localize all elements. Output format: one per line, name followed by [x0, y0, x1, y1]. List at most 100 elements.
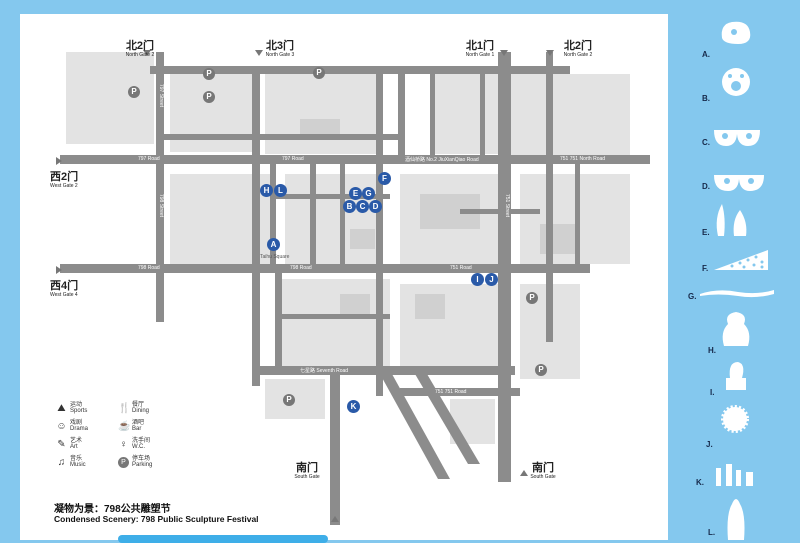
gate-en: West Gate 4 [50, 292, 78, 298]
sculpture-k-icon[interactable] [714, 462, 758, 486]
sculpture-j-label: J. [706, 440, 713, 449]
gate-north-2-right: 北2门 North Gate 2 [548, 40, 608, 59]
art-icon: ✎ [57, 438, 66, 450]
road-label-797-mid: 797 Road [282, 156, 304, 162]
gate-en: North Gate 2 [563, 52, 593, 58]
map-marker-d[interactable]: D [369, 200, 382, 213]
sports-icon: ⛰ [57, 402, 66, 414]
road-label-798-street: 798 Street [158, 194, 164, 218]
festival-title-zh: 凝物为景：798公共雕塑节 [54, 504, 171, 515]
map-marker-i[interactable]: I [471, 273, 484, 286]
map-graphic [56, 50, 650, 525]
parking-icon: P [118, 456, 129, 468]
gate-en: South Gate [530, 474, 556, 480]
map-marker-b[interactable]: B [343, 200, 356, 213]
road-label-751-mid: 751 Road [450, 265, 472, 271]
sculpture-j-icon[interactable] [718, 402, 752, 436]
sculpture-a-label: A. [702, 50, 710, 59]
road-label-seventh: 七星路 Seventh Road [300, 368, 349, 374]
gate-en: North Gate 2 [125, 52, 155, 58]
wc-icon: ♀ [119, 438, 128, 450]
parking-marker[interactable]: P [313, 67, 325, 79]
sculpture-l-icon[interactable] [722, 494, 750, 540]
place-label-taihu: Taihu Square [260, 254, 290, 260]
dining-icon: 🍴 [118, 402, 131, 414]
drama-icon: ☺ [56, 420, 67, 432]
sculpture-g-label: G. [688, 292, 697, 301]
sculpture-d-icon[interactable] [712, 163, 766, 193]
road-label-751-street: 751 Street [504, 194, 510, 218]
road-label-797-left: 797 Road [138, 156, 160, 162]
gate-zh: 西4门 [50, 280, 79, 292]
map-marker-g[interactable]: G [362, 187, 375, 200]
sculpture-i-icon[interactable] [722, 358, 750, 392]
parking-marker[interactable]: P [128, 86, 140, 98]
map-marker-e[interactable]: E [349, 187, 362, 200]
sculpture-e-icon[interactable] [712, 200, 752, 238]
sculpture-b-label: B. [702, 94, 710, 103]
music-icon: ♫ [57, 456, 66, 468]
parking-marker[interactable]: P [526, 292, 538, 304]
map-marker-j[interactable]: J [485, 273, 498, 286]
parking-marker[interactable]: P [535, 364, 547, 376]
gate-north-2-left: 北2门 North Gate 2 [110, 40, 170, 59]
gate-zh: 北2门 [125, 40, 155, 52]
sculpture-i-label: I. [710, 388, 715, 397]
sculpture-d-label: D. [702, 182, 710, 191]
parking-marker[interactable]: P [283, 394, 295, 406]
sculpture-k-label: K. [696, 478, 704, 487]
sculpture-l-label: L. [708, 528, 716, 537]
sculpture-e-label: E. [702, 228, 710, 237]
bottom-tab-bar[interactable] [118, 535, 328, 543]
sculpture-g-icon[interactable] [698, 286, 776, 300]
parking-marker[interactable]: P [203, 91, 215, 103]
gate-zh: 西2门 [50, 171, 79, 183]
parking-marker[interactable]: P [203, 68, 215, 80]
gate-en: North Gate 1 [465, 52, 495, 58]
sculpture-h-icon[interactable] [716, 308, 756, 348]
map-marker-a[interactable]: A [267, 238, 280, 251]
sculpture-f-icon[interactable] [712, 246, 770, 274]
festival-title-en: Condensed Scenery: 798 Public Sculpture … [54, 514, 259, 524]
gate-west-2: 西2门 West Gate 2 [50, 171, 100, 190]
sculpture-c-icon[interactable] [712, 120, 762, 150]
gate-south-left: 南门 South Gate [282, 462, 332, 481]
map-marker-f[interactable]: F [378, 172, 391, 185]
bar-icon: ☕ [118, 420, 131, 432]
road-label-751-north: 751 751 North Road [560, 156, 606, 162]
map-marker-l[interactable]: L [274, 184, 287, 197]
sculpture-a-icon[interactable] [718, 18, 754, 46]
sculpture-b-icon[interactable] [718, 62, 754, 98]
map-marker-h[interactable]: H [260, 184, 273, 197]
gate-north-3: 北3门 North Gate 3 [250, 40, 310, 59]
gate-south-right: 南门 South Gate [518, 462, 568, 481]
gate-zh: 北2门 [563, 40, 593, 52]
road-label-jiuxianqiao: 酒仙桥路 No.2 JiuXianQiao Road [405, 157, 479, 163]
map-marker-c[interactable]: C [356, 200, 369, 213]
gate-en: North Gate 3 [265, 52, 295, 58]
road-label-797-street: 797 Street [158, 84, 164, 108]
gate-zh: 北1门 [465, 40, 495, 52]
gate-en: South Gate [294, 474, 320, 480]
gate-zh: 南门 [296, 462, 318, 474]
gate-north-1: 北1门 North Gate 1 [450, 40, 510, 59]
gate-en: West Gate 2 [50, 183, 78, 189]
gate-zh: 北3门 [265, 40, 295, 52]
map-marker-k[interactable]: K [347, 400, 360, 413]
gate-west-4: 西4门 West Gate 4 [50, 280, 100, 299]
gate-zh: 南门 [532, 462, 554, 474]
sculpture-h-label: H. [708, 346, 716, 355]
